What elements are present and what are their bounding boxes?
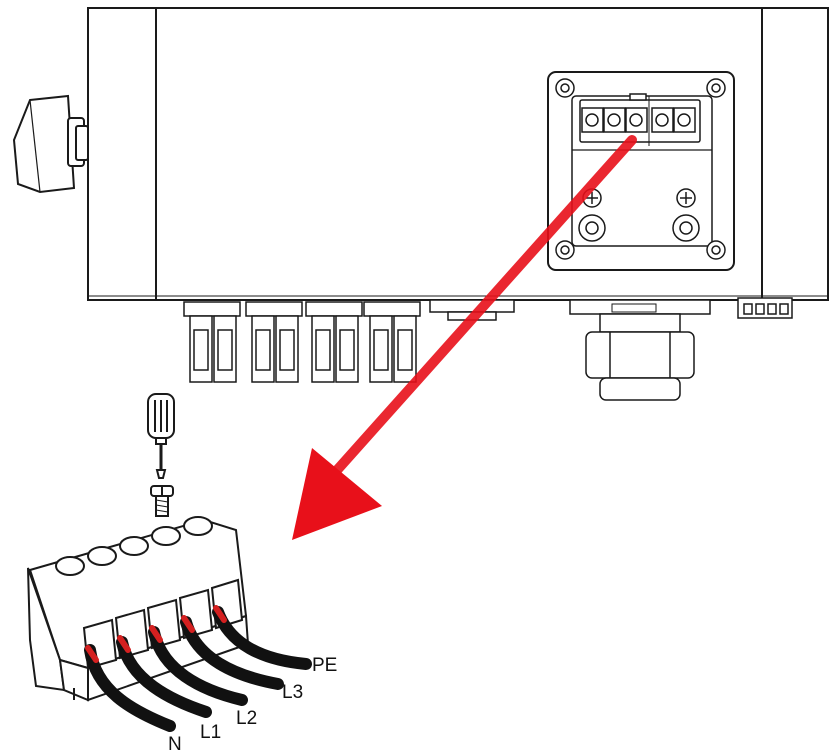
dc-switch-knob [12, 94, 89, 194]
label-n: N [168, 734, 182, 754]
screwdriver-icon [147, 393, 175, 517]
label-pe: PE [312, 655, 337, 676]
cable-l2 [148, 626, 248, 706]
panel-terminal-block [579, 93, 701, 146]
ac-cables [84, 605, 312, 732]
arrow-icon [292, 135, 637, 540]
cable-l3 [180, 616, 284, 690]
panel-screws [555, 78, 726, 260]
ground-screws [578, 188, 700, 242]
right-connector [737, 297, 793, 319]
ac-cable-gland [569, 299, 711, 401]
dc-connectors [183, 301, 421, 383]
cable-n [84, 644, 176, 732]
label-l1: L1 [200, 722, 221, 743]
label-l3: L3 [282, 682, 303, 703]
cable-l1 [116, 636, 212, 718]
label-l2: L2 [236, 708, 257, 729]
